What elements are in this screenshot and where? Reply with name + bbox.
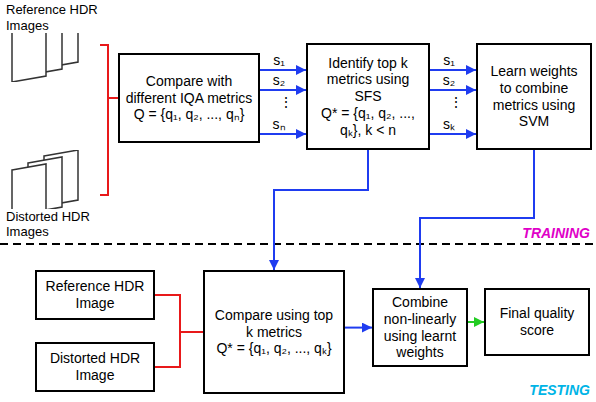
connector <box>260 133 306 135</box>
connector <box>274 150 368 270</box>
process-box: Reference HDR Image <box>35 270 155 320</box>
signal-label: s₁ <box>442 53 456 68</box>
connector <box>155 295 203 332</box>
phase-divider <box>0 243 596 245</box>
process-box: Compare with different IQA metricsQ = {q… <box>118 53 260 143</box>
continuation-dots: ⋮ <box>449 95 463 110</box>
process-box: Compare using top k metricsQ* = {q₁, q₂,… <box>203 270 345 394</box>
connector <box>155 332 203 367</box>
connector <box>345 327 372 329</box>
node-text: Distorted HDR Images <box>4 209 100 240</box>
process-box: Final quality score <box>484 288 590 356</box>
process-box: Distorted HDR Image <box>35 342 155 392</box>
process-box: Learn weights to combine metrics using S… <box>476 43 592 150</box>
node-text: Final quality score <box>491 305 583 339</box>
node-text: Learn weights to combine metrics using S… <box>483 63 585 130</box>
connector <box>430 133 476 135</box>
process-box: Identify top k metrics using SFSQ* = {q₁… <box>306 43 430 150</box>
image-page <box>12 26 46 82</box>
signal-label: s₁ <box>272 53 286 68</box>
node-text: Compare using top k metrics <box>210 307 338 341</box>
signal-label: sₙ <box>272 117 287 132</box>
connector <box>468 321 484 323</box>
phase-label: TRAINING <box>522 226 590 241</box>
node-text: Reference HDR Images <box>4 2 100 33</box>
connector <box>430 89 476 91</box>
connector <box>430 69 476 71</box>
node-text: Q = {q₁, q₂, ..., qₙ} <box>134 106 245 123</box>
node-text: Reference HDR Image <box>42 278 148 312</box>
connector <box>260 69 306 71</box>
node-text: Q* = {q₁, q₂, ..., qₖ} <box>216 340 331 357</box>
signal-label: s₂ <box>272 73 286 88</box>
image-stack: Reference HDR Images <box>2 2 100 82</box>
image-stack: Distorted HDR Images <box>2 150 100 240</box>
connector <box>100 98 118 195</box>
node-text: Compare with different IQA metrics <box>125 73 253 107</box>
signal-label: sₖ <box>442 117 456 132</box>
phase-label: TESTING <box>529 383 590 398</box>
node-text: Combine non-linearly using learnt weight… <box>379 294 461 361</box>
continuation-dots: ⋮ <box>279 95 293 110</box>
node-text: Q* = {q₁, q₂, ..., qₖ}, k < n <box>313 105 423 139</box>
connector <box>260 89 306 91</box>
connector <box>420 150 534 288</box>
node-text: Identify top k metrics using SFS <box>313 55 423 105</box>
node-text: Distorted HDR Image <box>42 350 148 384</box>
process-box: Combine non-linearly using learnt weight… <box>372 288 468 367</box>
signal-label: s₂ <box>442 73 456 88</box>
connector <box>100 45 118 98</box>
